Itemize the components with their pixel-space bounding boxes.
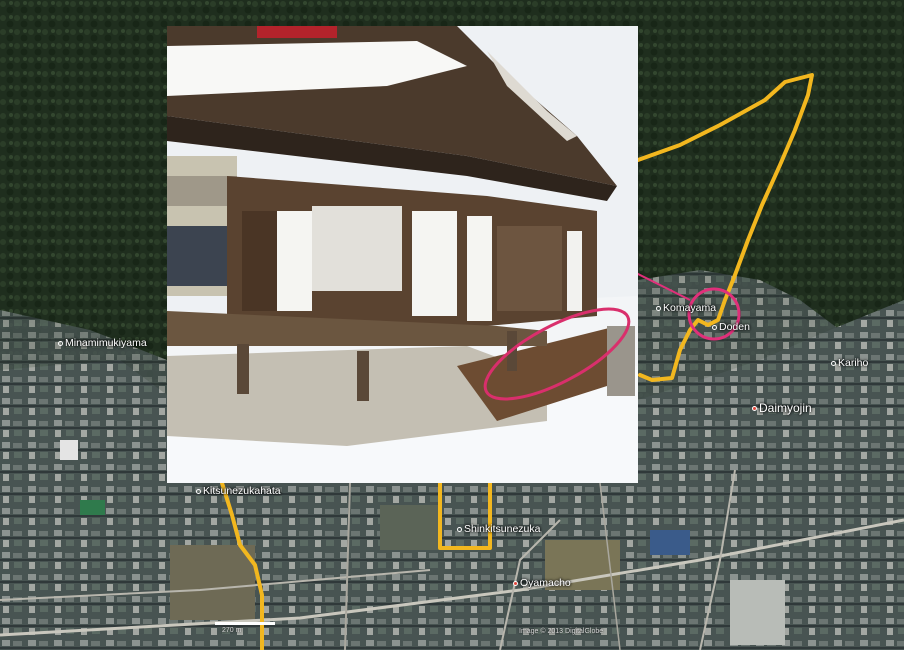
copyright-text: Image © 2013 DigitalGlobe <box>519 628 604 635</box>
place-marker-icon <box>457 526 462 532</box>
place-label-kariho[interactable]: Kariho <box>831 357 868 369</box>
place-marker-icon <box>656 305 661 311</box>
photo-highlight-ellipse <box>483 307 631 401</box>
scale-text: 270 m <box>222 627 242 634</box>
place-label-kitsunezukahata[interactable]: Kitsunezukahata <box>196 485 281 497</box>
road <box>0 518 904 637</box>
route-line <box>220 73 814 650</box>
place-label-shinkitsunezuka[interactable]: Shinkitsunezuka <box>457 523 540 535</box>
place-marker-icon <box>513 580 518 586</box>
place-label-komayama[interactable]: Komayama <box>656 302 716 314</box>
location-highlight-circle <box>687 287 741 341</box>
place-marker-icon <box>831 360 836 366</box>
place-marker-icon <box>752 406 757 412</box>
place-marker-icon <box>712 324 717 330</box>
place-label-daimyojin[interactable]: Daimyojin <box>752 402 812 414</box>
scale-bar <box>215 622 275 625</box>
field <box>170 545 255 620</box>
temple-photo <box>167 26 638 483</box>
place-label-minamimukiyama[interactable]: Minamimukiyama <box>58 337 147 349</box>
large-building <box>730 580 785 645</box>
notice-board <box>312 206 402 291</box>
place-marker-icon <box>58 340 63 346</box>
photo-inset[interactable] <box>167 26 638 483</box>
place-marker-icon <box>196 488 201 494</box>
place-label-oyamacho[interactable]: Oyamacho <box>513 577 571 589</box>
place-label-doden[interactable]: Doden <box>712 321 750 333</box>
